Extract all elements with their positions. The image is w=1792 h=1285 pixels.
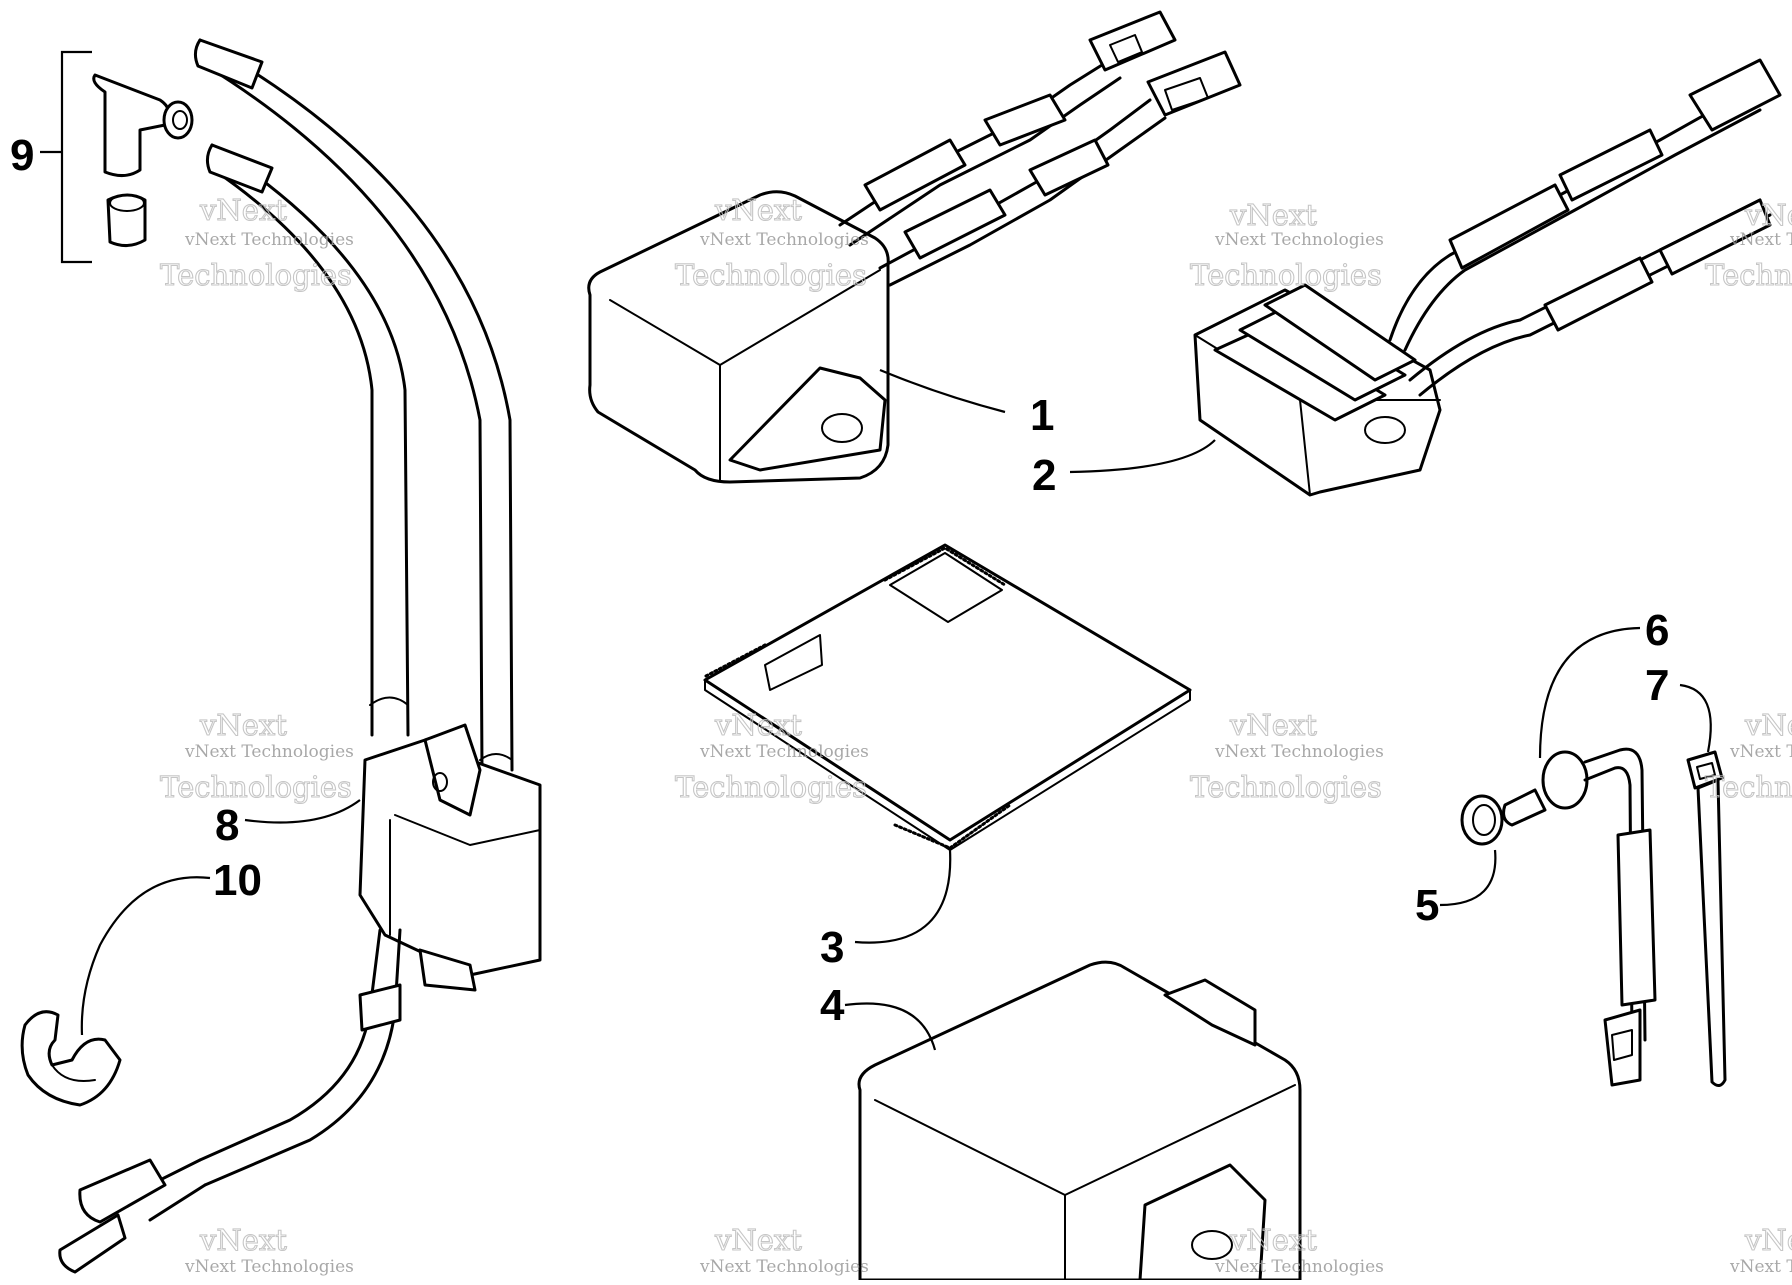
watermark-line2: Technologies xyxy=(675,258,867,292)
watermark: vNext vNext Technologies Technologies xyxy=(1189,197,1384,292)
watermark-line2: Technologies xyxy=(160,770,352,804)
part-7-cable-tie xyxy=(1679,683,1727,1087)
watermark-line2: Technologies xyxy=(1705,258,1792,292)
watermark-line2: Technologies xyxy=(160,258,352,292)
callout-7: 7 xyxy=(1645,661,1669,710)
watermark: vNext vNext Technologies xyxy=(184,1222,354,1277)
part-4-module xyxy=(844,960,1302,1282)
callout-labels: 1 2 3 4 5 6 7 8 9 10 xyxy=(10,131,1669,1030)
watermark-line3: vNext xyxy=(714,1223,802,1257)
watermark-line1: vNext Technologies xyxy=(1214,230,1384,250)
callout-2: 2 xyxy=(1032,451,1056,500)
watermark-grid: vNext vNext Technologies Technologies vN… xyxy=(159,192,1792,1277)
watermark: vNext vNext Technologies Technologies xyxy=(1704,197,1792,292)
watermark-line3: vNext xyxy=(1744,198,1792,232)
watermark-line1: vNext Technologies xyxy=(184,230,354,250)
callout-6: 6 xyxy=(1645,606,1669,655)
watermark: vNext vNext Technologies Technologies xyxy=(159,707,354,804)
watermark-line1: vNext Technologies xyxy=(699,230,869,250)
watermark-line3: vNext xyxy=(714,193,802,227)
part-2-regulator xyxy=(1069,58,1782,497)
watermark-line1: vNext Technologies xyxy=(184,742,354,762)
watermark-line1: vNext Technologies xyxy=(1729,230,1792,250)
watermark-line3: vNext xyxy=(1229,708,1317,742)
callout-1: 1 xyxy=(1030,391,1054,440)
watermark: vNext vNext Technologies Technologies xyxy=(674,707,869,804)
callout-9: 9 xyxy=(10,131,34,180)
watermark-line1: vNext Technologies xyxy=(1729,742,1792,762)
watermark-line2: Technologies xyxy=(1705,770,1792,804)
callout-10: 10 xyxy=(213,856,262,905)
callout-4: 4 xyxy=(820,981,845,1030)
part-3-pad xyxy=(703,543,1192,944)
watermark-line3: vNext xyxy=(1744,708,1792,742)
watermark-line3: vNext xyxy=(199,708,287,742)
watermark: vNext vNext Technologies Technologies xyxy=(674,192,869,292)
part-10-clip xyxy=(20,876,211,1107)
watermark: vNext vNext Technologies Technologies xyxy=(1189,707,1384,804)
watermark-line2: Technologies xyxy=(1190,770,1382,804)
callout-3: 3 xyxy=(820,923,844,972)
watermark: vNext vNext Technologies xyxy=(1214,1222,1384,1277)
watermark-line1: vNext Technologies xyxy=(1214,1257,1384,1277)
watermark-line2: Technologies xyxy=(1190,258,1382,292)
part-6-temp-sensor xyxy=(1502,626,1657,1087)
watermark-line1: vNext Technologies xyxy=(699,1257,869,1277)
part-8-ignition-coil xyxy=(58,38,542,1274)
watermark-line3: vNext xyxy=(1229,198,1317,232)
watermark-line3: vNext xyxy=(1744,1223,1792,1257)
watermark-line3: vNext xyxy=(714,708,802,742)
part-5-washer xyxy=(1439,794,1504,907)
watermark-line3: vNext xyxy=(199,1223,287,1257)
callout-8: 8 xyxy=(215,801,239,850)
watermark: vNext vNext Technologies Technologies xyxy=(159,192,354,292)
watermark-line1: vNext Technologies xyxy=(1214,742,1384,762)
watermark-line3: vNext xyxy=(1229,1223,1317,1257)
watermark: vNext vNext Technologies Technologies xyxy=(1704,707,1792,804)
callout-5: 5 xyxy=(1415,881,1439,930)
watermark-line3: vNext xyxy=(199,193,287,227)
watermark-line1: vNext Technologies xyxy=(699,742,869,762)
part-1-cdi-box xyxy=(587,10,1242,484)
watermark-line1: vNext Technologies xyxy=(1729,1257,1792,1277)
part-9-spark-plug-cap xyxy=(40,50,194,264)
watermark: vNext vNext Technologies xyxy=(699,1222,869,1277)
watermark-line1: vNext Technologies xyxy=(184,1257,354,1277)
watermark-line2: Technologies xyxy=(675,770,867,804)
watermark: vNext vNext Technologies xyxy=(1729,1222,1792,1277)
